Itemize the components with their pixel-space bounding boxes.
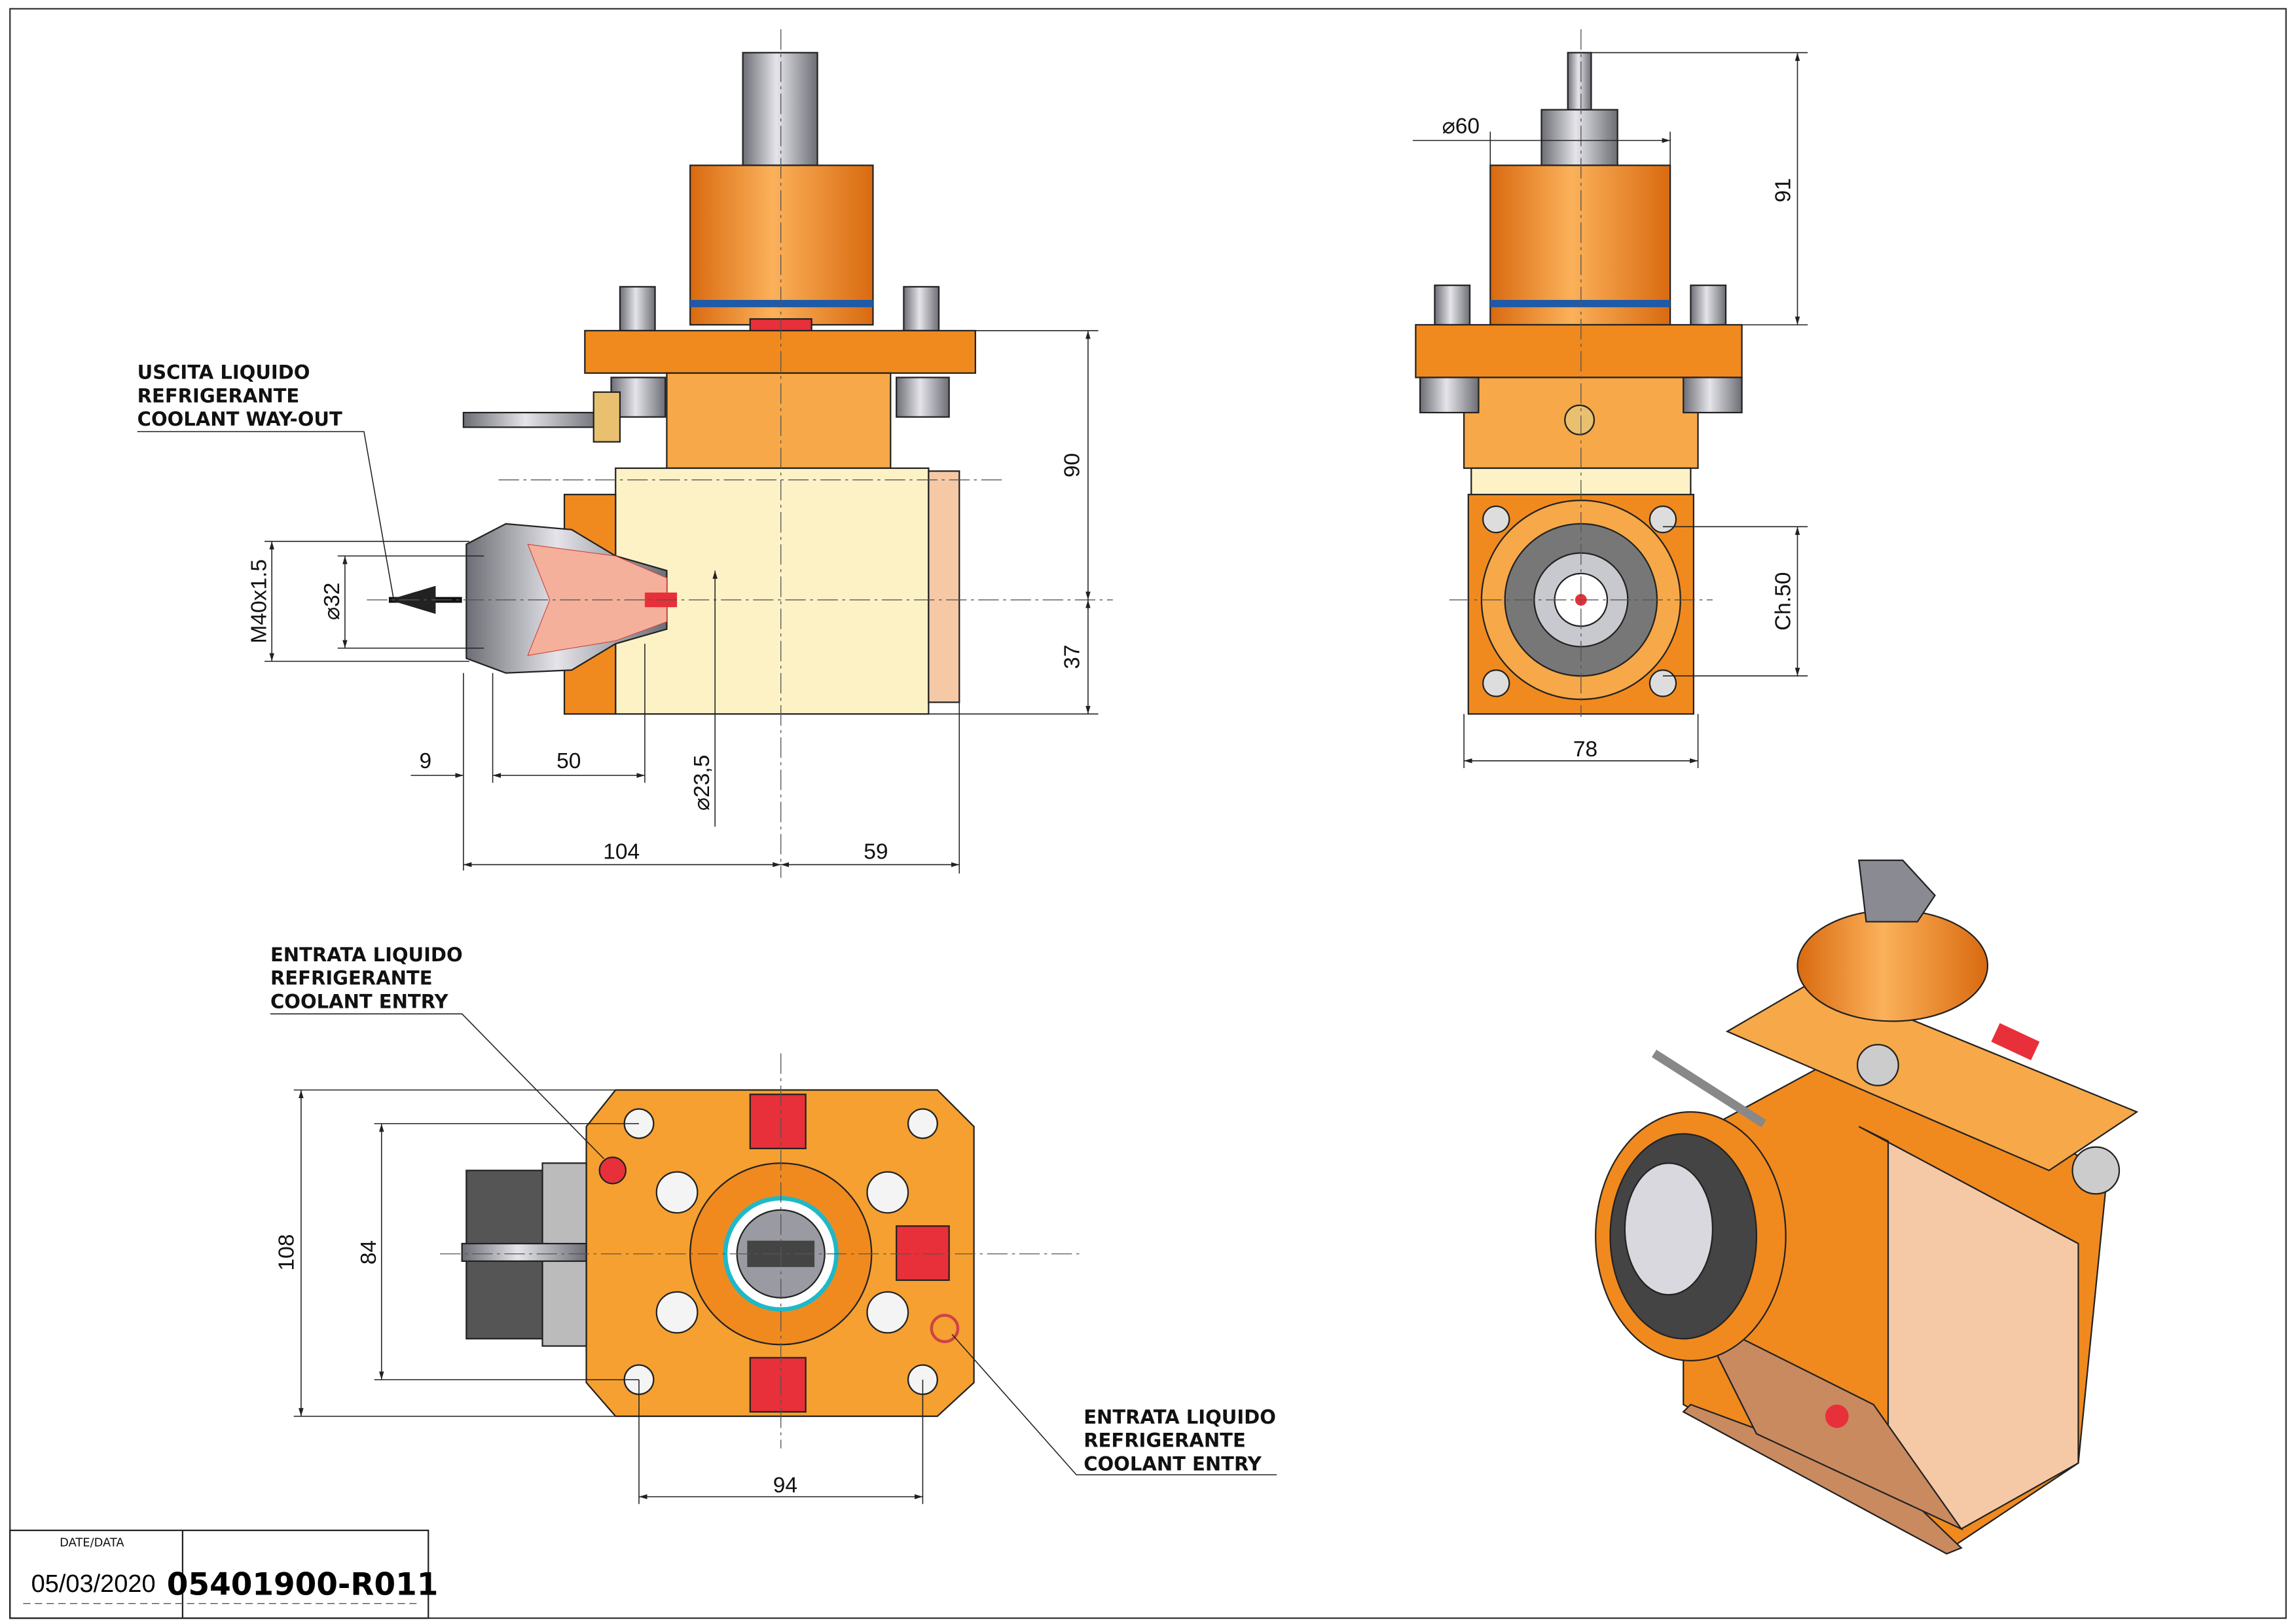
svg-text:ENTRATA LIQUIDO: ENTRATA LIQUIDO [270, 944, 463, 966]
seal-band [690, 300, 873, 308]
drive-housing [689, 164, 874, 326]
part-number: 05401900-R011 [167, 1566, 439, 1602]
side-view: ⌀60 91 Ch.50 78 [1412, 29, 1808, 768]
dim-dia-60: ⌀60 [1442, 114, 1480, 138]
note-coolant-entry-1: ENTRATA LIQUIDO REFRIGERANTE COOLANT ENT… [270, 944, 604, 1160]
bolt [619, 286, 656, 332]
svg-text:COOLANT WAY-OUT: COOLANT WAY-OUT [137, 408, 342, 430]
front-view: 90 37 M40x1.5 ⌀32 9 50 ⌀23,5 104 59 USCI… [137, 29, 1113, 878]
note-coolant-way-out: USCITA LIQUIDO REFRIGERANTE COOLANT WAY-… [137, 361, 394, 597]
svg-text:REFRIGERANTE: REFRIGERANTE [1084, 1430, 1246, 1452]
svg-text:COOLANT ENTRY: COOLANT ENTRY [1084, 1452, 1262, 1475]
dim-37: 37 [1060, 645, 1084, 669]
dim-thread: M40x1.5 [247, 559, 271, 644]
drive-shaft [742, 52, 818, 166]
coolant-pipe [462, 411, 602, 428]
body-upper [666, 372, 892, 470]
coolant-fitting [592, 391, 621, 443]
date-label: DATE/DATA [60, 1536, 124, 1550]
dim-dia-32: ⌀32 [320, 583, 344, 620]
dim-84: 84 [357, 1240, 381, 1264]
dim-dia-23-5: ⌀23,5 [690, 755, 714, 811]
svg-text:USCITA LIQUIDO: USCITA LIQUIDO [137, 361, 310, 384]
dim-108: 108 [275, 1234, 299, 1271]
dim-90: 90 [1060, 453, 1084, 477]
bottom-view: 108 84 94 ENTRATA LIQUIDO REFRIGERANTE C… [270, 944, 1277, 1504]
note-coolant-entry-2: ENTRATA LIQUIDO REFRIGERANTE COOLANT ENT… [951, 1334, 1277, 1475]
svg-text:ENTRATA LIQUIDO: ENTRATA LIQUIDO [1084, 1406, 1276, 1428]
svg-text:COOLANT ENTRY: COOLANT ENTRY [270, 990, 449, 1012]
coolant-fitting [1564, 404, 1595, 435]
dim-ch-50: Ch.50 [1771, 572, 1795, 631]
title-block: DATE/DATA 05/03/2020 05401900-R011 [9, 1529, 439, 1619]
isometric-view [1595, 859, 2139, 1555]
flange [584, 329, 976, 374]
svg-text:REFRIGERANTE: REFRIGERANTE [270, 967, 433, 989]
dim-94: 94 [773, 1473, 797, 1498]
svg-text:REFRIGERANTE: REFRIGERANTE [137, 384, 300, 407]
dim-9: 9 [419, 749, 431, 773]
date-value: 05/03/2020 [31, 1570, 156, 1598]
spacer [610, 377, 666, 418]
drawing-border [9, 8, 2287, 1619]
dim-59: 59 [864, 840, 888, 864]
coolant-pipe [1651, 1050, 1766, 1128]
bolt [903, 286, 940, 332]
spacer [896, 377, 950, 418]
dim-91: 91 [1771, 178, 1795, 202]
dim-104: 104 [603, 840, 640, 864]
side-plate [928, 470, 960, 703]
dim-78: 78 [1573, 737, 1597, 762]
dim-50: 50 [556, 749, 581, 773]
